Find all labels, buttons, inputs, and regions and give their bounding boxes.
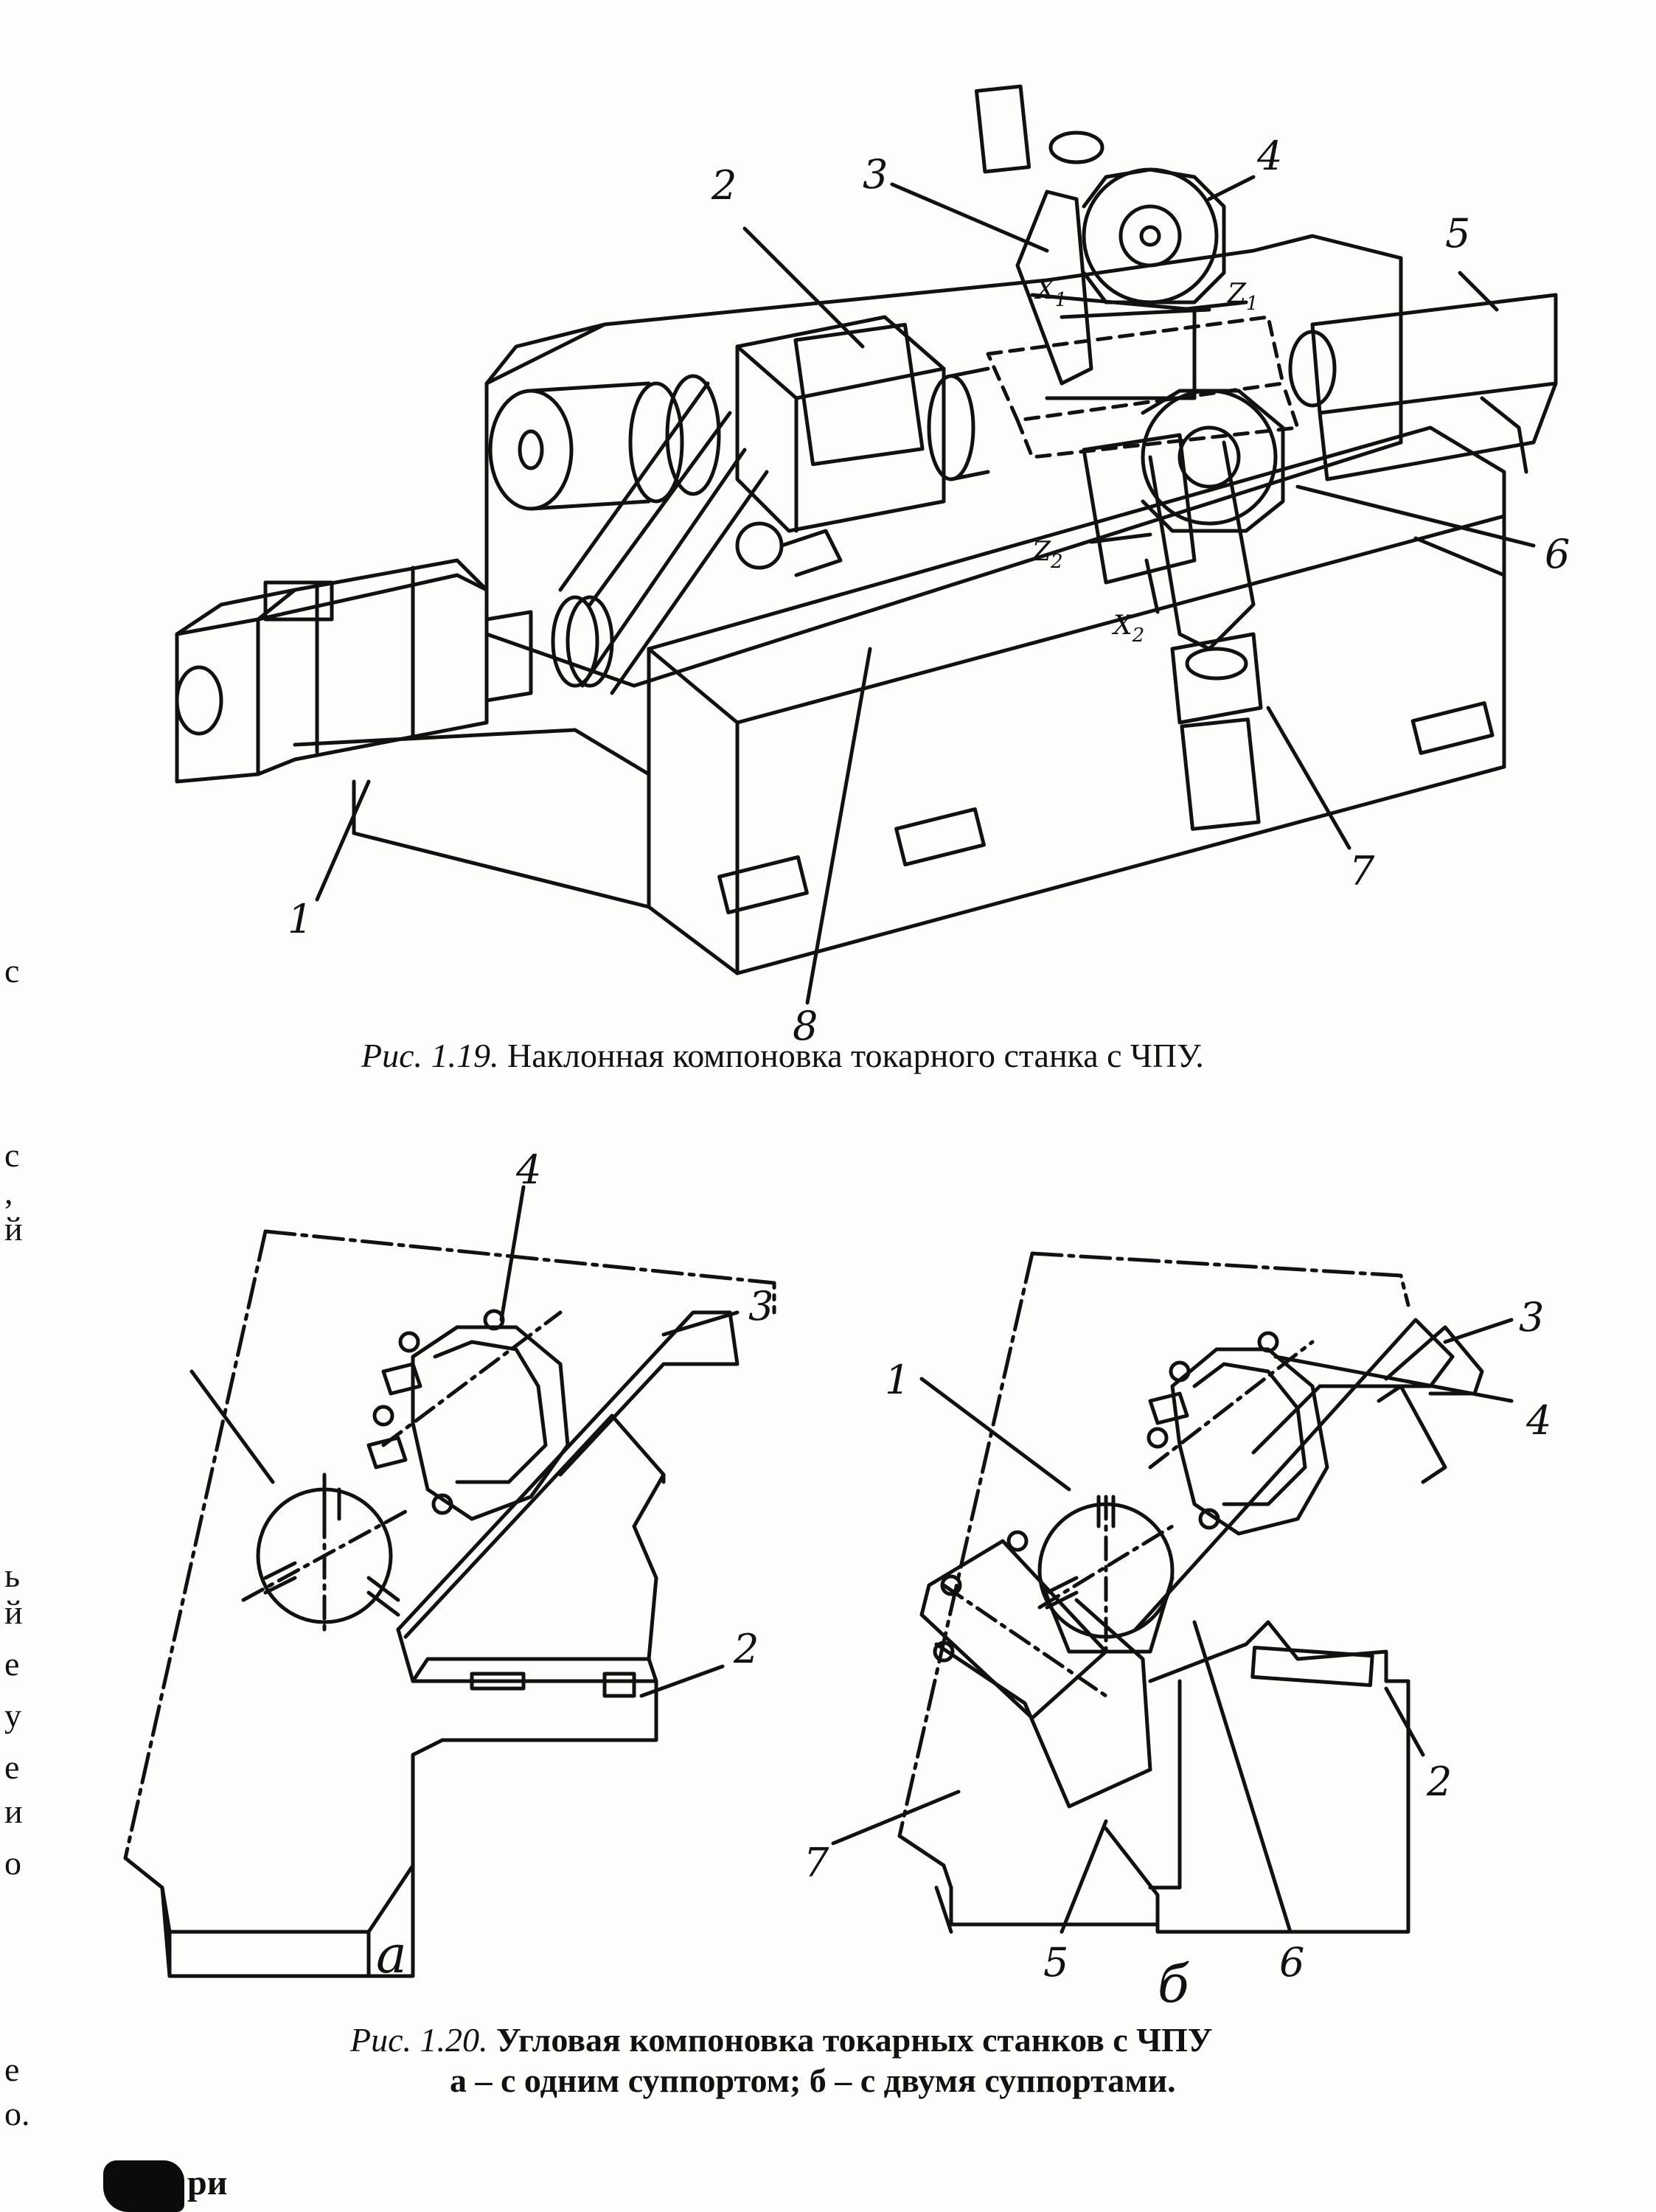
angular-layout-drawing-a [123, 1185, 776, 1978]
lathe-isometric-drawing [175, 84, 1558, 1005]
margin-letter: е [4, 2051, 20, 2088]
margin-text-fragments: с с , й ь й е у е и о е о. [4, 0, 34, 2212]
fig1-label-6: 6 [1545, 531, 1570, 577]
angular-layout-drawing-b [831, 1251, 1514, 1934]
figure-1-19-caption: Рис. 1.19. Наклонная компоновка токарног… [361, 1036, 1204, 1075]
margin-letter: е [4, 1748, 20, 1786]
margin-letter: у [4, 1697, 21, 1734]
fig2b-label-4: 4 [1525, 1397, 1551, 1444]
fig2b-label-7: 7 [804, 1840, 829, 1886]
axis-z1-label: Z1 [1227, 279, 1259, 315]
subfigure-a-letter: а [376, 1924, 407, 1985]
fig1-label-3: 3 [863, 151, 888, 198]
fig1-label-8: 8 [793, 1003, 818, 1049]
margin-letter: с [4, 952, 20, 990]
fig2b-label-3: 3 [1519, 1294, 1544, 1340]
caption-text: Угловая компоновка токарных станков с ЧП… [496, 2021, 1213, 2059]
axis-x1-label: X1 [1034, 275, 1067, 311]
fig1-label-2: 2 [711, 162, 737, 209]
margin-letter: й [4, 1593, 23, 1631]
fig2a-label-3: 3 [748, 1283, 773, 1329]
fig2a-label-4: 4 [515, 1147, 541, 1193]
caption-text: Наклонная компоновка токарного станка с … [507, 1037, 1204, 1074]
margin-letter: о. [4, 2095, 30, 2132]
axis-z2-label: Z2 [1031, 537, 1063, 573]
fig2b-label-1: 1 [885, 1357, 910, 1403]
axis-x2-label: X2 [1111, 611, 1144, 647]
margin-letter: е [4, 1645, 20, 1683]
margin-letter: о [4, 1844, 21, 1882]
fig1-label-5: 5 [1445, 210, 1470, 257]
caption-subtext: а – с одним суппортом; б – с двумя суппо… [450, 2062, 1176, 2099]
initial-letter-blot [103, 2160, 184, 2212]
caption-figure-number: Рис. 1.20. [350, 2021, 488, 2059]
figure-1-20-caption: Рис. 1.20. Угловая компоновка токарных с… [350, 2020, 1213, 2059]
subfigure-b-letter: б [1158, 1954, 1189, 2014]
fig1-label-1: 1 [288, 896, 313, 942]
fig2b-label-2: 2 [1426, 1759, 1452, 1805]
margin-letter: и [4, 1792, 23, 1830]
margin-letter: , [4, 1173, 13, 1211]
figure-1-20-caption-line2: а – с одним суппортом; б – с двумя суппо… [450, 2061, 1176, 2100]
margin-letter: с [4, 1136, 20, 1174]
fig2b-label-5: 5 [1043, 1939, 1068, 1986]
margin-letter: й [4, 1210, 23, 1248]
caption-figure-number: Рис. 1.19. [361, 1037, 499, 1074]
bottom-text: ри [187, 2163, 228, 2203]
fig2b-label-6: 6 [1279, 1939, 1304, 1986]
margin-letter: ь [4, 1557, 20, 1594]
fig2a-label-2: 2 [733, 1626, 759, 1672]
fig1-label-4: 4 [1256, 133, 1282, 179]
fig1-label-7: 7 [1349, 848, 1375, 894]
bottom-text-fragment: ри [103, 2160, 227, 2212]
